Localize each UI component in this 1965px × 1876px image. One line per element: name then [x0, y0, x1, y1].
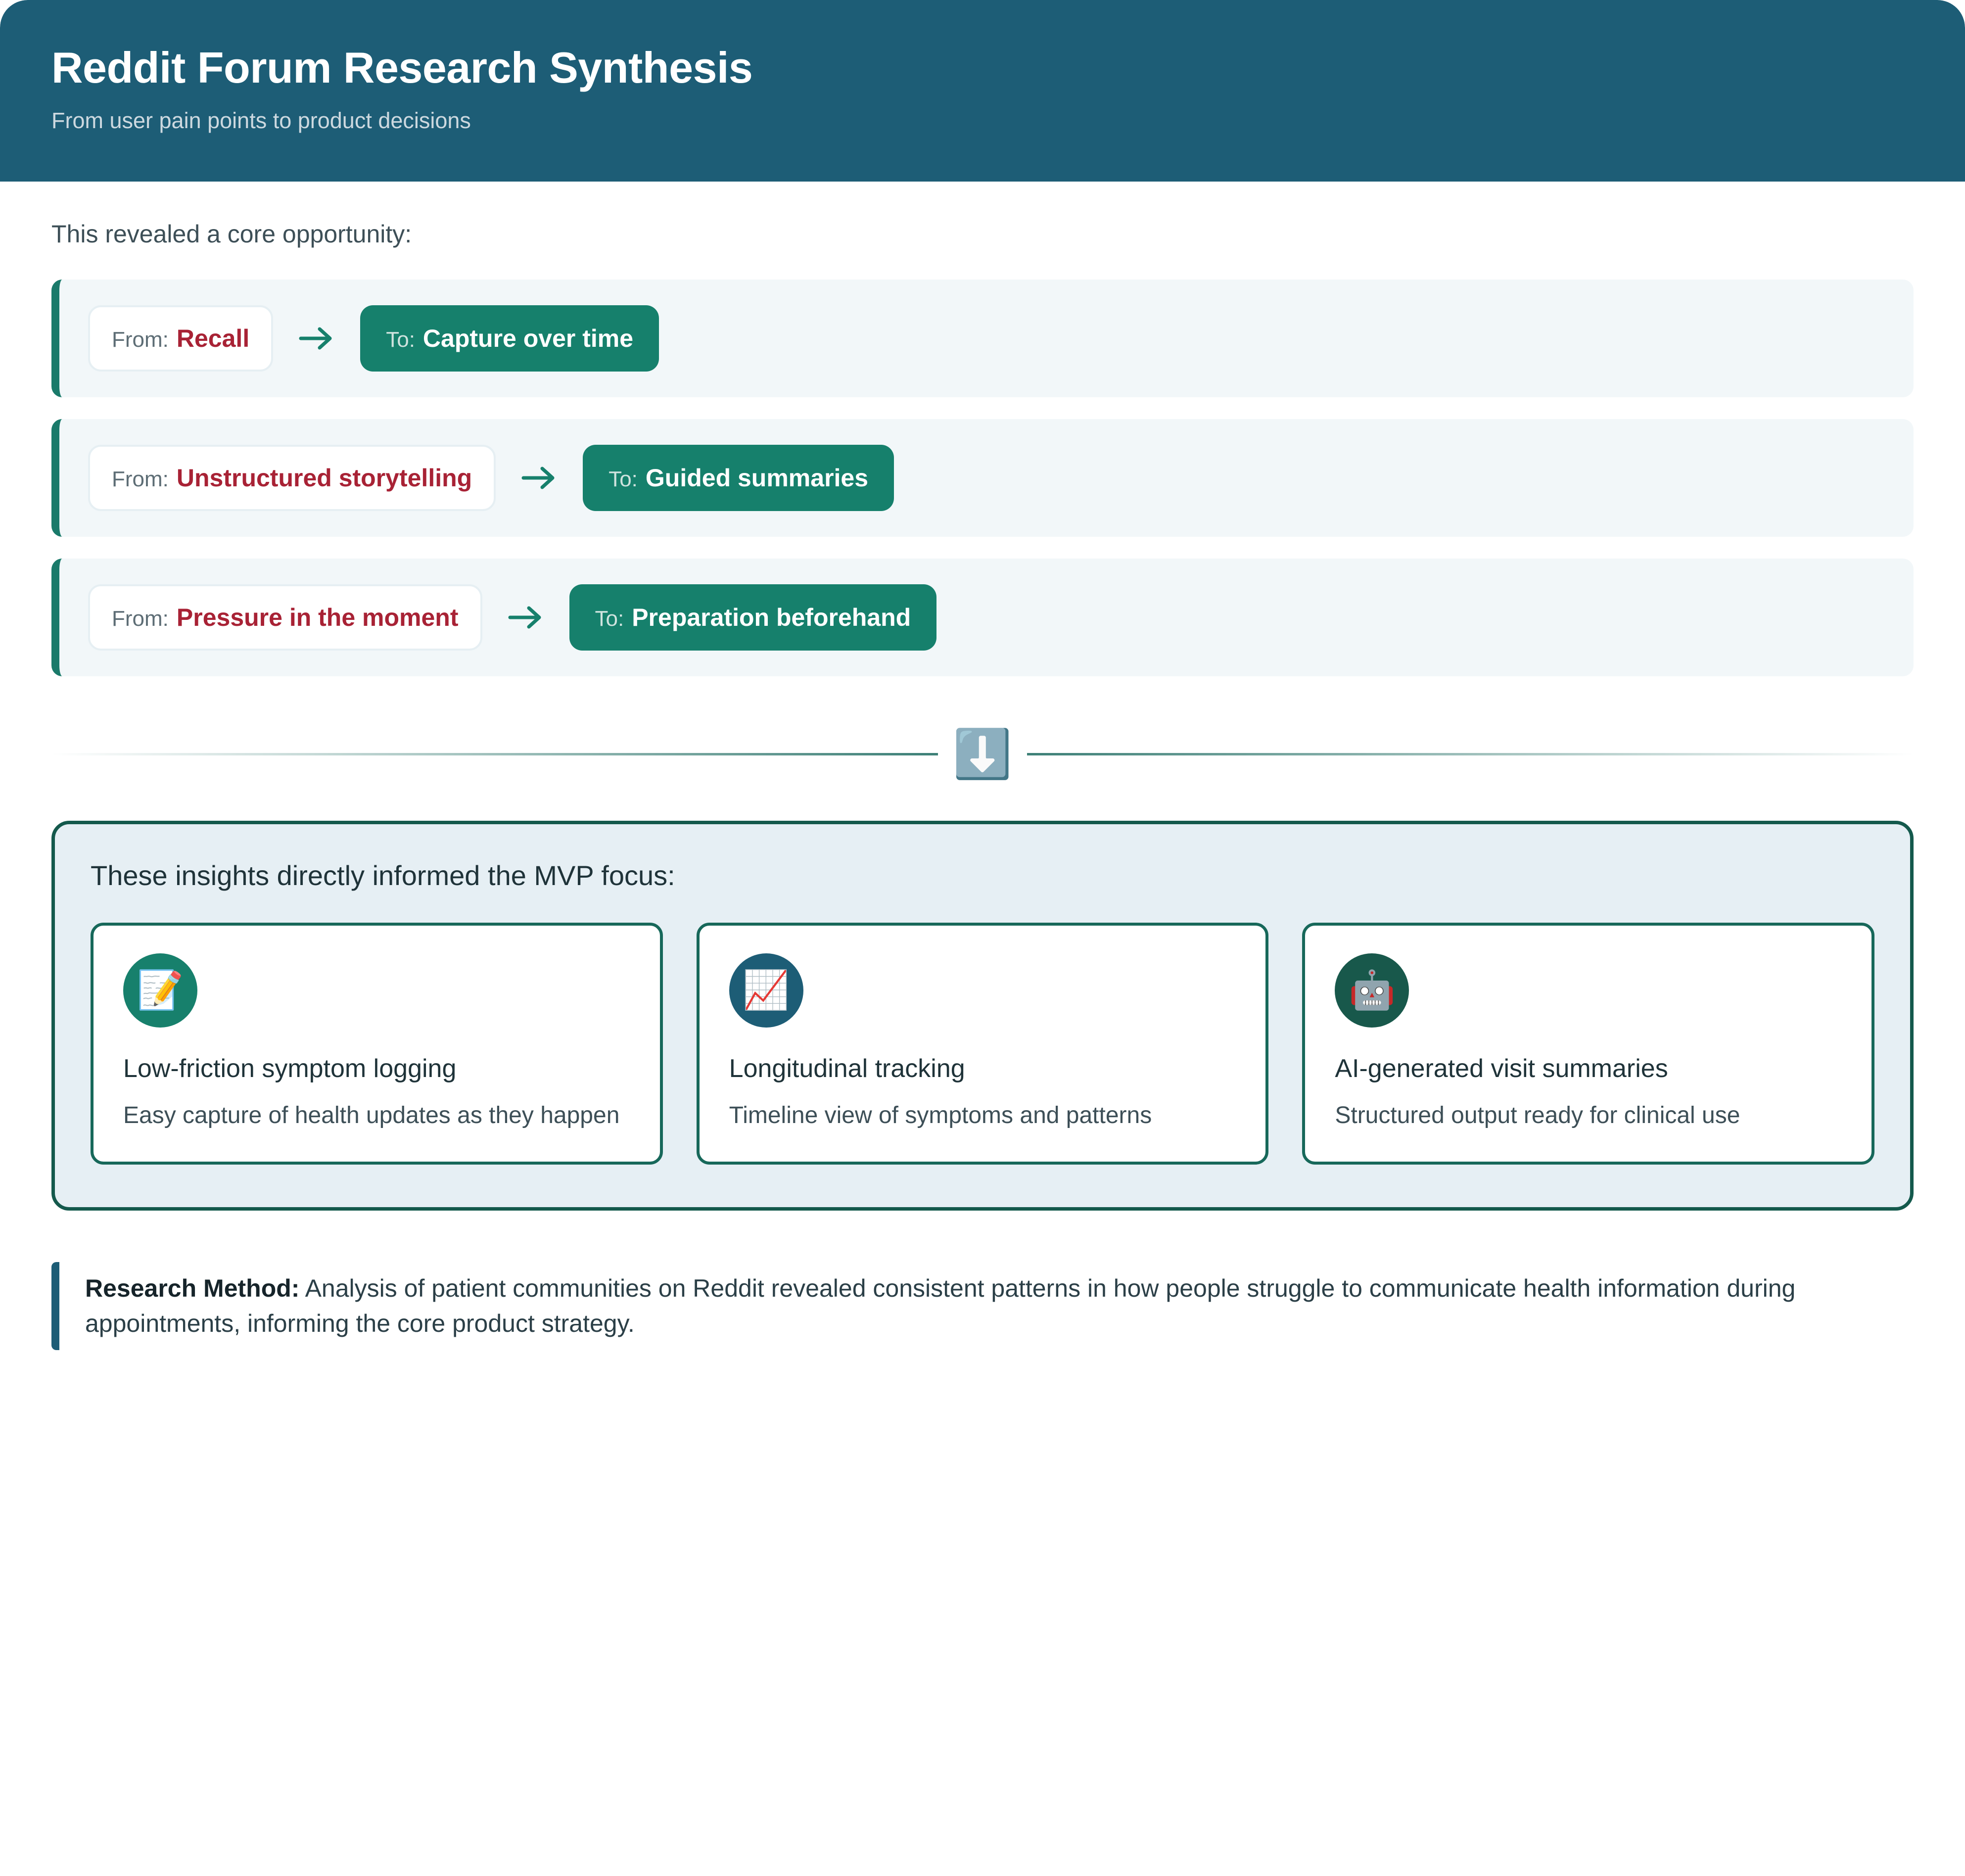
from-value: Pressure in the moment — [176, 603, 459, 631]
research-method-note: Research Method: Analysis of patient com… — [51, 1262, 1914, 1351]
to-chip: To: Preparation beforehand — [569, 584, 937, 651]
mvp-card-title: Longitudinal tracking — [729, 1054, 965, 1083]
mvp-card-description: Structured output ready for clinical use — [1335, 1102, 1740, 1129]
intro-text: This revealed a core opportunity: — [51, 220, 412, 248]
from-label: From: — [112, 467, 169, 491]
mvp-card-description: Easy capture of health updates as they h… — [123, 1102, 620, 1129]
mvp-card: 📈 Longitudinal tracking Timeline view of… — [696, 922, 1269, 1165]
page-header: Reddit Forum Research Synthesis From use… — [0, 0, 1965, 182]
from-chip: From: Recall — [88, 305, 274, 372]
footnote-body: Analysis of patient communities on Reddi… — [85, 1274, 1796, 1338]
footnote-text: Research Method: Analysis of patient com… — [85, 1271, 1914, 1341]
transition-row: From: Unstructured storytelling To: Guid… — [51, 419, 1914, 537]
to-value: Preparation beforehand — [632, 603, 911, 631]
to-value: Capture over time — [422, 324, 634, 352]
mvp-heading: These insights directly informed the MVP… — [91, 859, 675, 891]
mvp-card: 📝 Low-friction symptom logging Easy capt… — [91, 922, 663, 1165]
to-label: To: — [386, 327, 415, 352]
from-label: From: — [112, 606, 169, 631]
divider-line-left — [51, 753, 938, 756]
to-label: To: — [608, 467, 638, 491]
arrow-right-icon — [508, 604, 544, 631]
from-value: Recall — [176, 324, 250, 352]
mvp-card: 🤖 AI-generated visit summaries Structure… — [1302, 922, 1875, 1165]
from-chip: From: Pressure in the moment — [88, 584, 482, 651]
to-chip: To: Capture over time — [360, 305, 659, 372]
page-body: This revealed a core opportunity: From: … — [0, 219, 1965, 1351]
mvp-card-title: AI-generated visit summaries — [1335, 1054, 1668, 1083]
mvp-card-list: 📝 Low-friction symptom logging Easy capt… — [91, 922, 1875, 1165]
section-divider: ⬇️ — [51, 727, 1914, 781]
transition-row: From: Recall To: Capture over time — [51, 279, 1914, 397]
to-label: To: — [595, 606, 624, 631]
chart-increasing-icon: 📈 — [729, 953, 803, 1028]
footnote-label: Research Method: — [85, 1274, 300, 1303]
robot-icon: 🤖 — [1335, 953, 1409, 1028]
page-title: Reddit Forum Research Synthesis — [51, 43, 753, 92]
mvp-card-title: Low-friction symptom logging — [123, 1054, 457, 1083]
arrow-right-icon — [299, 325, 334, 352]
transition-row: From: Pressure in the moment To: Prepara… — [51, 558, 1914, 676]
divider-line-right — [1027, 753, 1914, 756]
from-label: From: — [112, 327, 169, 352]
to-chip: To: Guided summaries — [583, 444, 894, 511]
from-chip: From: Unstructured storytelling — [88, 444, 496, 511]
mvp-focus-panel: These insights directly informed the MVP… — [51, 820, 1914, 1211]
mvp-card-description: Timeline view of symptoms and patterns — [729, 1102, 1152, 1129]
from-value: Unstructured storytelling — [176, 464, 472, 492]
to-value: Guided summaries — [645, 464, 869, 492]
memo-icon: 📝 — [123, 953, 197, 1028]
arrow-down-button-icon: ⬇️ — [953, 727, 1012, 781]
arrow-right-icon — [521, 464, 557, 492]
transition-list: From: Recall To: Capture over time From:… — [51, 279, 1914, 676]
page-subtitle: From user pain points to product decisio… — [51, 107, 471, 133]
